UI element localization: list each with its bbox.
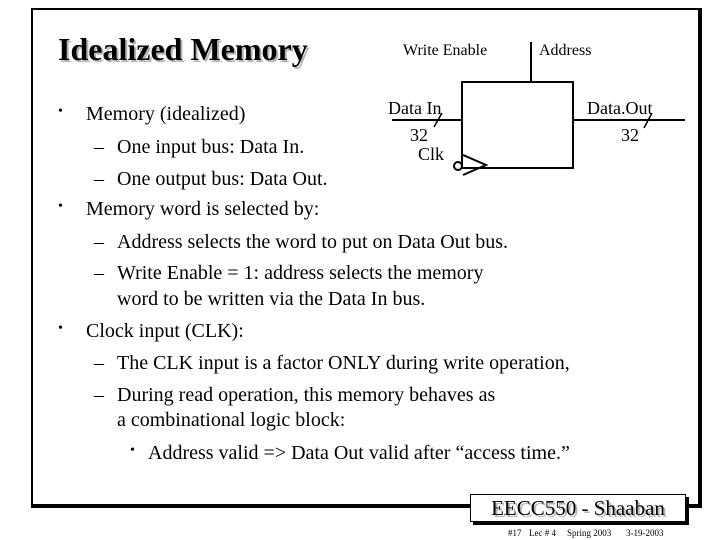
data-in-width-label: 32 — [410, 125, 428, 145]
dash-marker: – — [94, 136, 104, 158]
bullet-dot: • — [130, 443, 135, 458]
footer-term: Spring 2003 — [567, 528, 612, 538]
bullet-dot: • — [58, 104, 63, 119]
data-in-width-slash — [433, 112, 443, 128]
bullet-output-bus: One output bus: Data Out. — [117, 168, 328, 190]
address-label: Address — [539, 42, 592, 59]
slide-frame — [31, 8, 702, 508]
bullet-memory-idealized: Memory (idealized) — [86, 103, 246, 125]
bullet-write-enable-cont: word to be written via the Data In bus. — [117, 288, 426, 310]
dash-marker: – — [94, 262, 104, 284]
bullet-word-selected: Memory word is selected by: — [86, 198, 320, 220]
bullet-address-selects: Address selects the word to put on Data … — [117, 231, 509, 253]
data-out-width-label: 32 — [621, 125, 639, 145]
clk-label: Clk — [418, 144, 445, 164]
data-out-width-slash — [643, 112, 653, 129]
bullet-address-valid: Address valid => Data Out valid after “a… — [148, 442, 570, 464]
bullet-read-operation: During read operation, this memory behav… — [117, 384, 496, 406]
dash-marker: – — [94, 352, 104, 374]
memory-box — [461, 81, 574, 169]
bullet-dot: • — [58, 199, 63, 214]
bullet-read-operation-cont: a combinational logic block: — [117, 409, 346, 431]
bullet-dot: • — [58, 321, 63, 336]
clk-input-circle — [453, 161, 463, 171]
bullet-clock-input: Clock input (CLK): — [86, 320, 244, 342]
dash-marker: – — [94, 384, 104, 406]
bullet-clk-write: The CLK input is a factor ONLY during wr… — [117, 352, 570, 374]
dash-marker: – — [94, 168, 104, 190]
data-in-label: Data In — [388, 98, 442, 118]
slide-title: Idealized Memory — [58, 31, 308, 67]
footer-date: 3-19-2003 — [626, 528, 664, 538]
footer-lecture: Lec # 4 — [529, 528, 556, 538]
bullet-write-enable: Write Enable = 1: address selects the me… — [117, 262, 484, 284]
data-out-label: Data.Out — [587, 98, 653, 118]
write-enable-label: Write Enable — [403, 42, 488, 59]
footer-slide-number: #17 — [508, 528, 522, 538]
bullet-input-bus: One input bus: Data In. — [117, 136, 305, 158]
course-badge: EECC550 - Shaaban — [470, 494, 686, 522]
clock-triangle — [462, 154, 489, 176]
dash-marker: – — [94, 231, 104, 253]
